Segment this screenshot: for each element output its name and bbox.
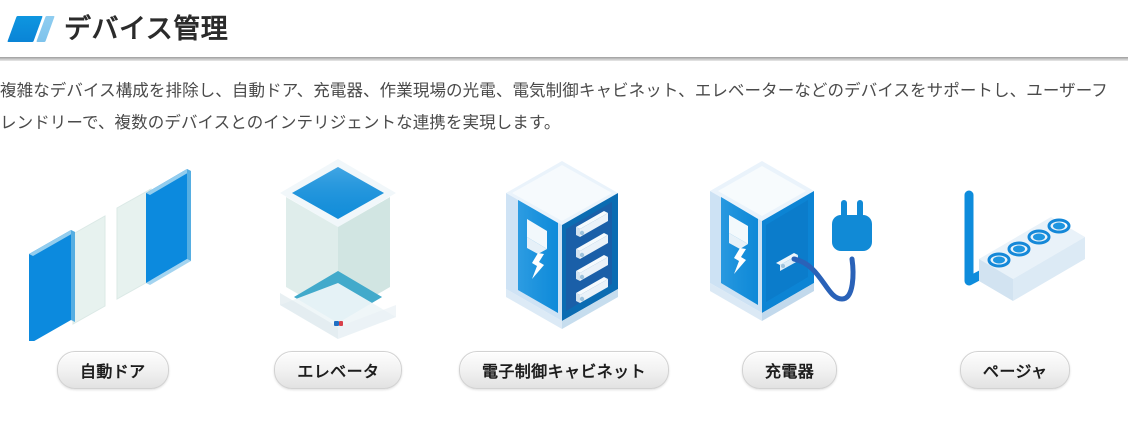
device-item-elevator[interactable]: エレベータ	[226, 153, 452, 389]
control-cabinet-illustration	[451, 153, 677, 343]
device-item-control-cabinet[interactable]: 電子制御キャビネット	[451, 153, 677, 389]
page-description: 複雑なデバイス構成を排除し、自動ドア、充電器、作業現場の光電、電気制御キャビネッ…	[0, 82, 1108, 132]
automatic-door-icon	[28, 168, 191, 341]
device-item-automatic-door[interactable]: 自動ドア	[0, 153, 226, 389]
device-item-charger[interactable]: 充電器	[677, 153, 903, 389]
header-divider	[0, 57, 1128, 61]
page-header: デバイス管理	[0, 0, 1128, 44]
page-title: デバイス管理	[64, 13, 229, 44]
control-cabinet-icon	[505, 161, 618, 329]
charger-icon	[710, 161, 873, 321]
device-list: 自動ドア	[0, 153, 1128, 389]
elevator-icon	[280, 159, 397, 339]
title-accent-icon	[7, 16, 55, 42]
device-label-control-cabinet[interactable]: 電子制御キャビネット	[458, 351, 669, 389]
pager-icon	[964, 190, 1085, 301]
pager-illustration	[902, 153, 1128, 343]
elevator-illustration	[226, 153, 452, 343]
charger-illustration	[677, 153, 903, 343]
device-item-pager[interactable]: ページャ	[902, 153, 1128, 389]
device-label-pager[interactable]: ページャ	[959, 351, 1071, 389]
device-label-automatic-door[interactable]: 自動ドア	[56, 351, 169, 389]
device-label-charger[interactable]: 充電器	[741, 351, 838, 389]
device-label-elevator[interactable]: エレベータ	[274, 351, 403, 389]
automatic-door-illustration	[0, 153, 226, 343]
